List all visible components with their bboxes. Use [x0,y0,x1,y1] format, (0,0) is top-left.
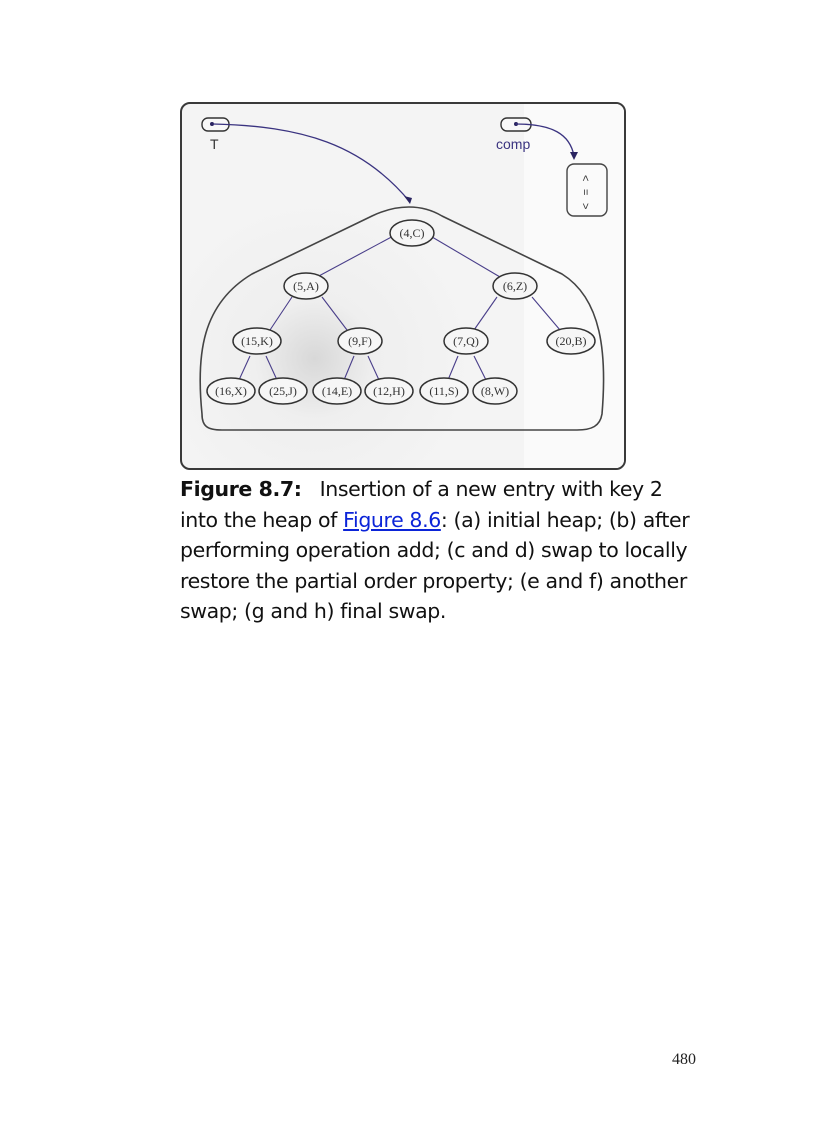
pointer-T-label: T [210,136,219,152]
svg-text:(15,K): (15,K) [241,334,273,348]
heap-node-5A: (5,A) [283,272,329,300]
heap-node-12H: (12,H) [364,377,414,405]
svg-text:(9,F): (9,F) [348,334,372,348]
arrowhead-icon [404,196,412,204]
svg-text:(25,J): (25,J) [269,384,297,398]
pointer-comp-label: comp [496,136,530,152]
caption-text-end: : (a) initial heap; (b) after performing… [180,507,690,624]
svg-text:(12,H): (12,H) [373,384,405,398]
heap-node-4C: (4,C) [389,219,435,247]
pointer-comp-arrow [515,123,575,157]
svg-text:(20,B): (20,B) [556,334,587,348]
svg-text:=: = [579,189,591,195]
caption-text-start: Insertion of a new entry with key 2 into… [180,477,663,532]
heap-node-20B: (20,B) [546,327,596,355]
heap-node-9F: (9,F) [337,327,383,355]
svg-text:(7,Q): (7,Q) [453,334,479,348]
svg-text:(11,S): (11,S) [429,384,458,398]
pointer-T-arrow [212,123,411,203]
svg-text:<: < [579,175,591,181]
arrowhead-icon [570,152,578,160]
heap-node-16X: (16,X) [206,377,256,405]
heap-node-14E: (14,E) [312,377,362,405]
heap-node-8W: (8,W) [472,377,518,405]
heap-node-15K: (15,K) [232,327,282,355]
heap-node-11S: (11,S) [419,377,469,405]
svg-text:(4,C): (4,C) [400,226,425,240]
heap-node-6Z: (6,Z) [492,272,538,300]
heap-edges [238,233,561,381]
svg-text:(5,A): (5,A) [293,279,319,293]
caption-label: Figure 8.7: [180,477,302,501]
svg-text:(6,Z): (6,Z) [503,279,527,293]
heap-diagram: T comp < = > (4,C) [199,117,608,431]
heap-node-7Q: (7,Q) [443,327,489,355]
pointer-T-dot [210,122,214,126]
heap-enclosure [199,206,605,431]
heap-figure: T comp < = > (4,C) [180,102,626,470]
figure-caption: Figure 8.7:Insertion of a new entry with… [180,474,700,627]
svg-text:(14,E): (14,E) [322,384,352,398]
heap-node-25J: (25,J) [258,377,308,405]
svg-text:>: > [579,203,591,209]
comparator-box [566,163,608,217]
page-number: 480 [672,1051,696,1068]
figure-8-6-link[interactable]: Figure 8.6 [343,507,441,532]
svg-text:(8,W): (8,W) [481,384,509,398]
svg-text:(16,X): (16,X) [215,384,247,398]
